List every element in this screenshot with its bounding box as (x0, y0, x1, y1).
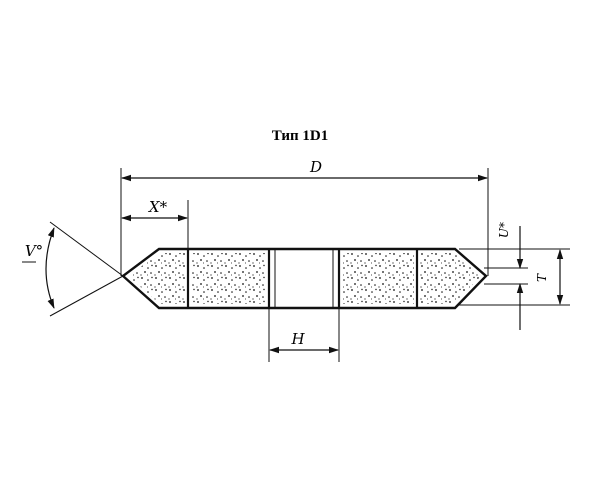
dimension-D: D (121, 158, 488, 182)
dimension-H: H (269, 330, 339, 354)
wheel-section (121, 247, 488, 310)
abrasive-layer-left (128, 253, 186, 304)
abrasive-core-left (192, 253, 266, 304)
label-H: H (290, 330, 305, 348)
diagram-title: Тип 1D1 (272, 128, 329, 144)
label-X: X* (148, 198, 168, 216)
label-V: V° (25, 242, 43, 260)
abrasive-layer-right (420, 253, 481, 304)
abrasive-core-right (342, 253, 414, 304)
dimension-V: V° (22, 227, 55, 309)
dimension-U: U* (497, 222, 524, 330)
dimension-X: X* (121, 198, 188, 222)
label-D: D (309, 158, 322, 176)
label-T: T (535, 273, 549, 282)
dimension-T: T (535, 249, 564, 305)
label-U: U* (497, 222, 511, 238)
